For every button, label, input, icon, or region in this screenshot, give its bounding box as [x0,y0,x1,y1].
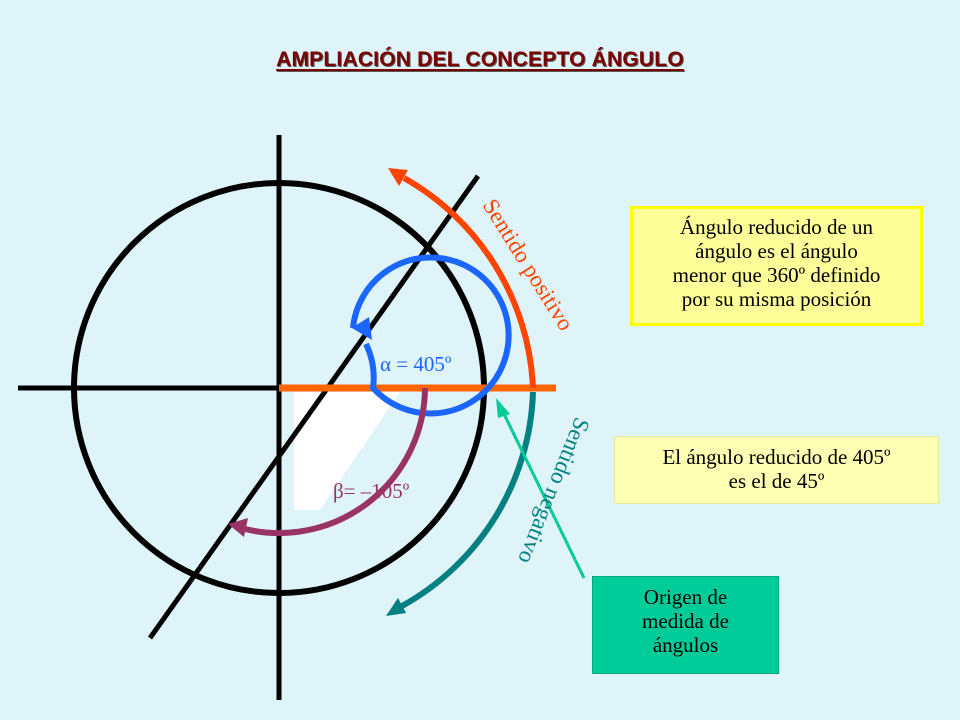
positive-direction-arc [402,175,536,389]
terminal-side-line [147,174,481,640]
box-line: ángulo es el ángulo [695,239,858,263]
reduced-angle-example-box: El ángulo reducido de 405º es el de 45º [614,436,939,504]
negative-direction-arrowhead [386,598,406,616]
page-title: AMPLIACIÓN DEL CONCEPTO ÁNGULO [276,48,684,71]
box-line: es el de 45º [728,469,825,493]
box-line: Origen de [643,585,728,609]
box-line: menor que 360º definido [672,263,881,287]
box-line: por su misma posición [681,287,872,311]
beta-arrowhead [228,518,248,537]
box-line: ángulos [652,633,719,657]
beta-label: β= –105º [333,479,410,503]
box-line: Ángulo reducido de un [679,215,874,239]
box-line: El ángulo reducido de 405º [662,445,891,469]
origin-box: Origen de medida de ángulos [592,576,779,674]
box-line: medida de [642,609,729,633]
beta-arc [240,387,428,537]
reduced-angle-definition-box: Ángulo reducido de un ángulo es el ángul… [630,206,923,326]
negative-direction-arc [400,391,536,609]
alpha-label: α = 405º [380,352,452,376]
origin-pointer-line [502,413,586,579]
beta-label-backdrop [294,392,400,510]
alpha-arrowhead [352,317,372,340]
alpha-arc [350,254,512,417]
origin-pointer-arrowhead [496,398,510,418]
positive-direction-arrowhead [388,168,408,186]
